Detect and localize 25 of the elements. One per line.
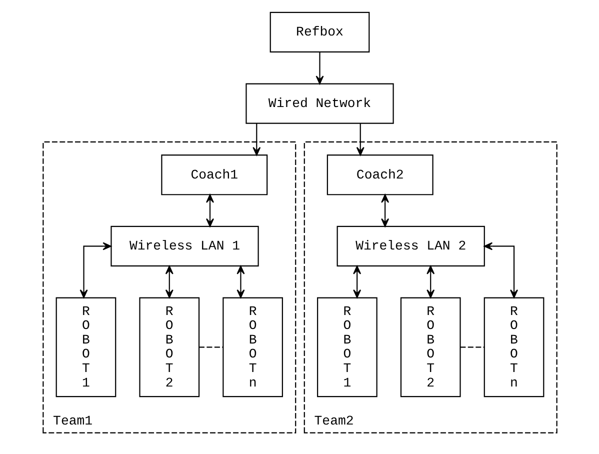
arrow (356, 123, 364, 156)
node-box: Wired Network (245, 83, 394, 124)
arrow (252, 123, 260, 156)
arrow (315, 52, 324, 84)
arrow (380, 194, 389, 227)
node-box: Coach2 (326, 154, 433, 196)
node-box: R O B O T 1 (316, 297, 377, 398)
node-box: R O B O T 2 (400, 297, 460, 398)
arrow (352, 266, 361, 298)
node-box: Wireless LAN 2 (336, 226, 484, 267)
arrow (79, 242, 111, 298)
node-box: Wireless LAN 1 (110, 226, 258, 267)
arrow (164, 266, 173, 298)
arrow (206, 194, 214, 227)
node-box: R O B O T 2 (138, 297, 200, 398)
arrow (483, 242, 518, 298)
node-box: Coach1 (160, 154, 268, 196)
node-box: R O B O T n (222, 297, 282, 398)
connector (460, 346, 484, 348)
arrow (426, 266, 434, 298)
connector (198, 346, 222, 348)
node-box: R O B O T 1 (55, 297, 116, 398)
node-box: Refbox (269, 12, 370, 52)
arrow (236, 266, 244, 298)
node-box: R O B O T n (483, 297, 544, 398)
